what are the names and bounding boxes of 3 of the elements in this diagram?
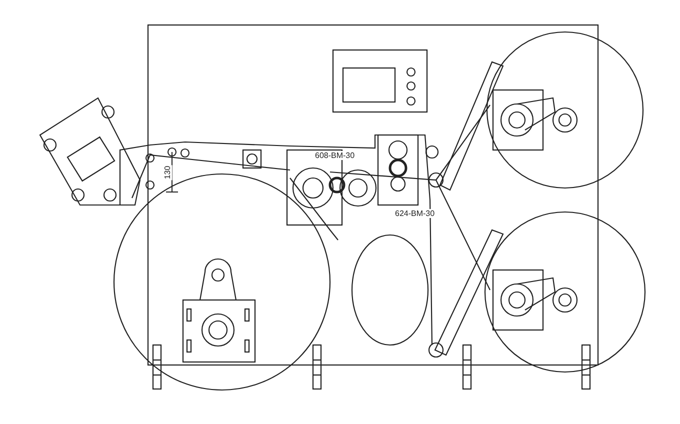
- part-label: 608-BM-30: [314, 151, 356, 160]
- part-label: 624-BM-30: [394, 209, 436, 218]
- part-label: 130: [163, 164, 172, 180]
